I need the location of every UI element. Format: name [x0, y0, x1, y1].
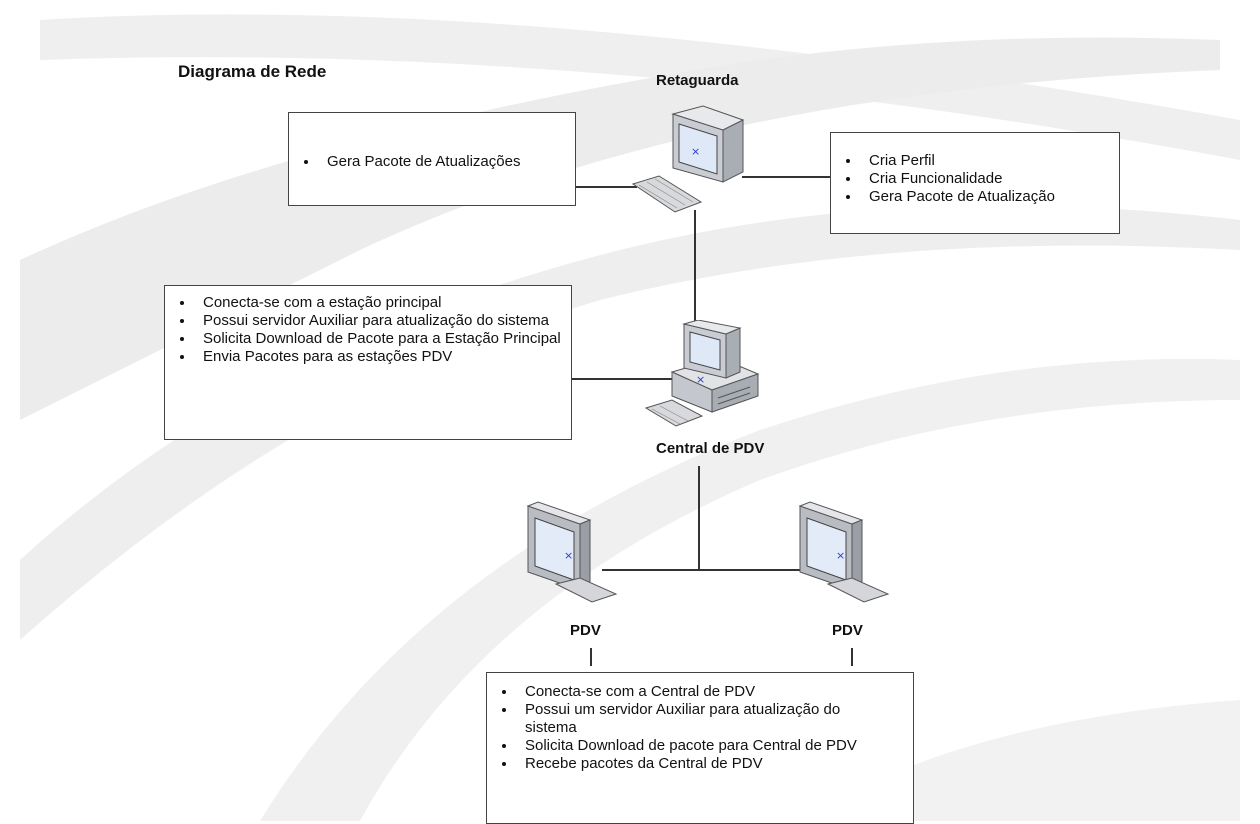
node-label-pdv-left: PDV — [570, 622, 601, 639]
monitor-icon: × — [798, 501, 890, 603]
connector-central-down — [698, 466, 700, 569]
pdv-box: Conecta-se com a Central de PDV Possui u… — [486, 672, 914, 824]
list-item: Solicita Download de Pacote para a Estaç… — [195, 330, 563, 348]
node-label-pdv-right: PDV — [832, 622, 863, 639]
node-label-central: Central de PDV — [656, 440, 765, 457]
svg-text:×: × — [564, 549, 573, 562]
list-item: Cria Perfil — [861, 152, 1119, 170]
connector-pdv-right-stub — [851, 648, 853, 666]
list-item: Possui servidor Auxiliar para atualizaçã… — [195, 312, 563, 330]
list-item: Cria Funcionalidade — [861, 170, 1119, 188]
connector-retaguarda-left — [575, 186, 637, 188]
central-box: Conecta-se com a estação principal Possu… — [164, 285, 572, 440]
diagram-title: Diagrama de Rede — [178, 62, 327, 81]
list-item: Recebe pacotes da Central de PDV — [517, 755, 879, 773]
monitor-icon: × — [526, 501, 618, 603]
connector-retaguarda-right — [742, 176, 830, 178]
workstation-icon: × — [631, 105, 745, 213]
desktop-computer-icon: × — [644, 320, 760, 427]
list-item: Gera Pacote de Atualizações — [319, 153, 575, 171]
connector-central-box — [572, 378, 680, 380]
list-item: Possui um servidor Auxiliar para atualiz… — [517, 701, 879, 737]
connector-pdv-left-stub — [590, 648, 592, 666]
list-item: Conecta-se com a Central de PDV — [517, 683, 879, 701]
connector-pdv-bus — [602, 569, 820, 571]
list-item: Solicita Download de pacote para Central… — [517, 737, 879, 755]
retaguarda-right-box: Cria Perfil Cria Funcionalidade Gera Pac… — [830, 132, 1120, 234]
connector-retaguarda-central — [694, 210, 696, 326]
list-item: Conecta-se com a estação principal — [195, 294, 563, 312]
retaguarda-left-box: Gera Pacote de Atualizações — [288, 112, 576, 206]
svg-text:×: × — [691, 145, 700, 158]
svg-text:×: × — [696, 373, 705, 386]
node-label-retaguarda: Retaguarda — [656, 72, 739, 89]
list-item: Envia Pacotes para as estações PDV — [195, 348, 563, 366]
list-item: Gera Pacote de Atualização — [861, 188, 1119, 206]
svg-text:×: × — [836, 549, 845, 562]
